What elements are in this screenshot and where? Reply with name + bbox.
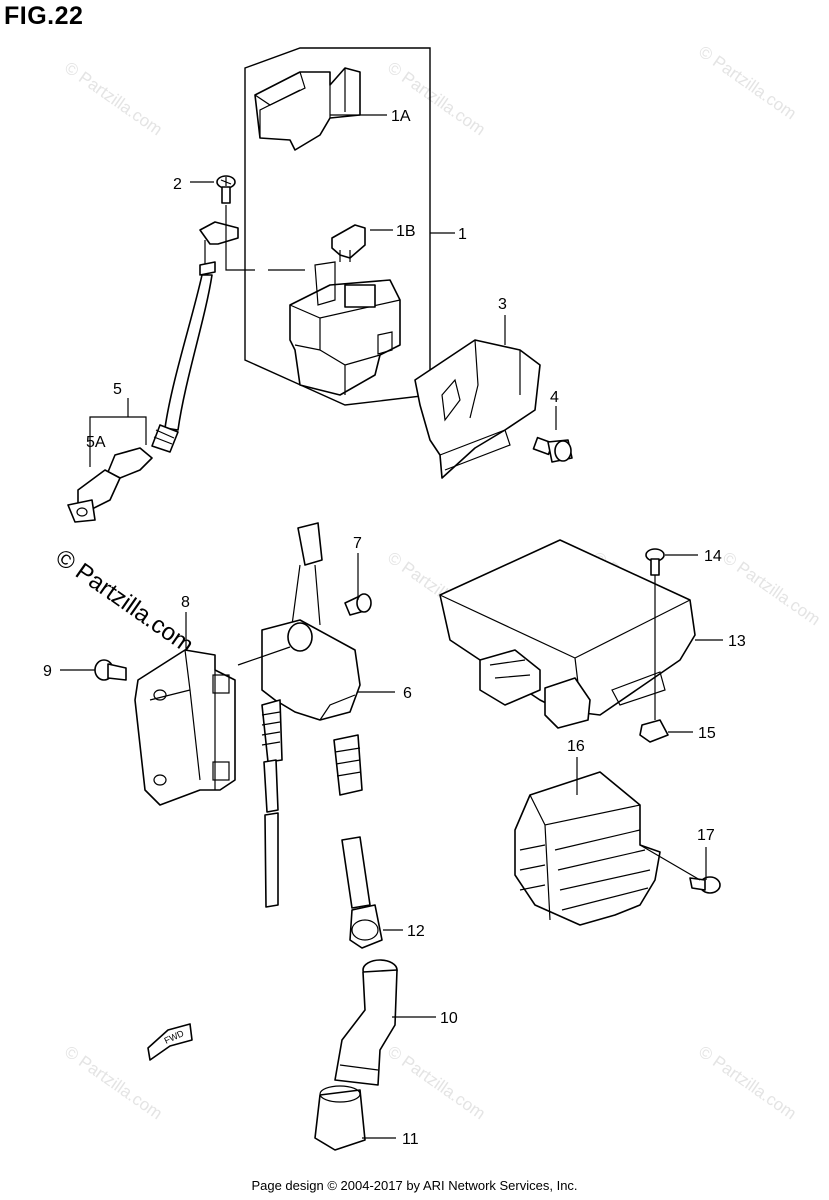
callout-2: 2 bbox=[173, 176, 182, 193]
callout-4: 4 bbox=[550, 389, 559, 406]
page-footer: Page design © 2004-2017 by ARI Network S… bbox=[251, 1178, 578, 1193]
coil-bracket-part bbox=[134, 649, 236, 806]
callout-6: 6 bbox=[403, 685, 412, 702]
figure-title: FIG.22 bbox=[4, 2, 84, 30]
callout-1: 1 bbox=[458, 226, 467, 243]
callout-8: 8 bbox=[181, 594, 190, 611]
plug-cap-part bbox=[334, 959, 398, 1086]
callout-10: 10 bbox=[440, 1010, 458, 1027]
fwd-arrow: FWD bbox=[147, 1023, 193, 1061]
callout-11: 11 bbox=[402, 1131, 419, 1148]
callout-3: 3 bbox=[498, 296, 507, 313]
starter-relay-part bbox=[289, 261, 401, 396]
screw-part bbox=[689, 876, 721, 894]
ignition-coil-part bbox=[261, 522, 371, 909]
callout-13: 13 bbox=[728, 633, 746, 650]
callout-14: 14 bbox=[704, 548, 722, 565]
callout-17: 17 bbox=[697, 827, 715, 844]
screw-part bbox=[216, 175, 236, 204]
nut-part bbox=[639, 719, 669, 743]
callout-16: 16 bbox=[567, 738, 585, 755]
callout-15: 15 bbox=[698, 725, 716, 742]
relay-bracket-part bbox=[414, 339, 541, 479]
callout-5: 5 bbox=[113, 381, 122, 398]
screw-part bbox=[645, 548, 665, 576]
fuse-part bbox=[331, 224, 366, 262]
plug-cap-part bbox=[349, 904, 383, 949]
callout-1A: 1A bbox=[391, 108, 411, 125]
leader-lines bbox=[60, 114, 723, 1139]
cdi-unit-part bbox=[439, 539, 696, 729]
bolt-part bbox=[532, 436, 573, 463]
regulator-part bbox=[514, 771, 661, 926]
callout-5A: 5A bbox=[86, 434, 106, 451]
battery-lead-part bbox=[67, 221, 239, 523]
plug-cover-part bbox=[314, 1085, 366, 1151]
callout-12: 12 bbox=[407, 923, 425, 940]
screw-part bbox=[344, 593, 372, 616]
callout-9: 9 bbox=[43, 663, 52, 680]
bolt-part bbox=[94, 659, 127, 681]
callout-1B: 1B bbox=[396, 223, 416, 240]
fuse-cover-part bbox=[254, 67, 361, 151]
callout-7: 7 bbox=[353, 535, 362, 552]
